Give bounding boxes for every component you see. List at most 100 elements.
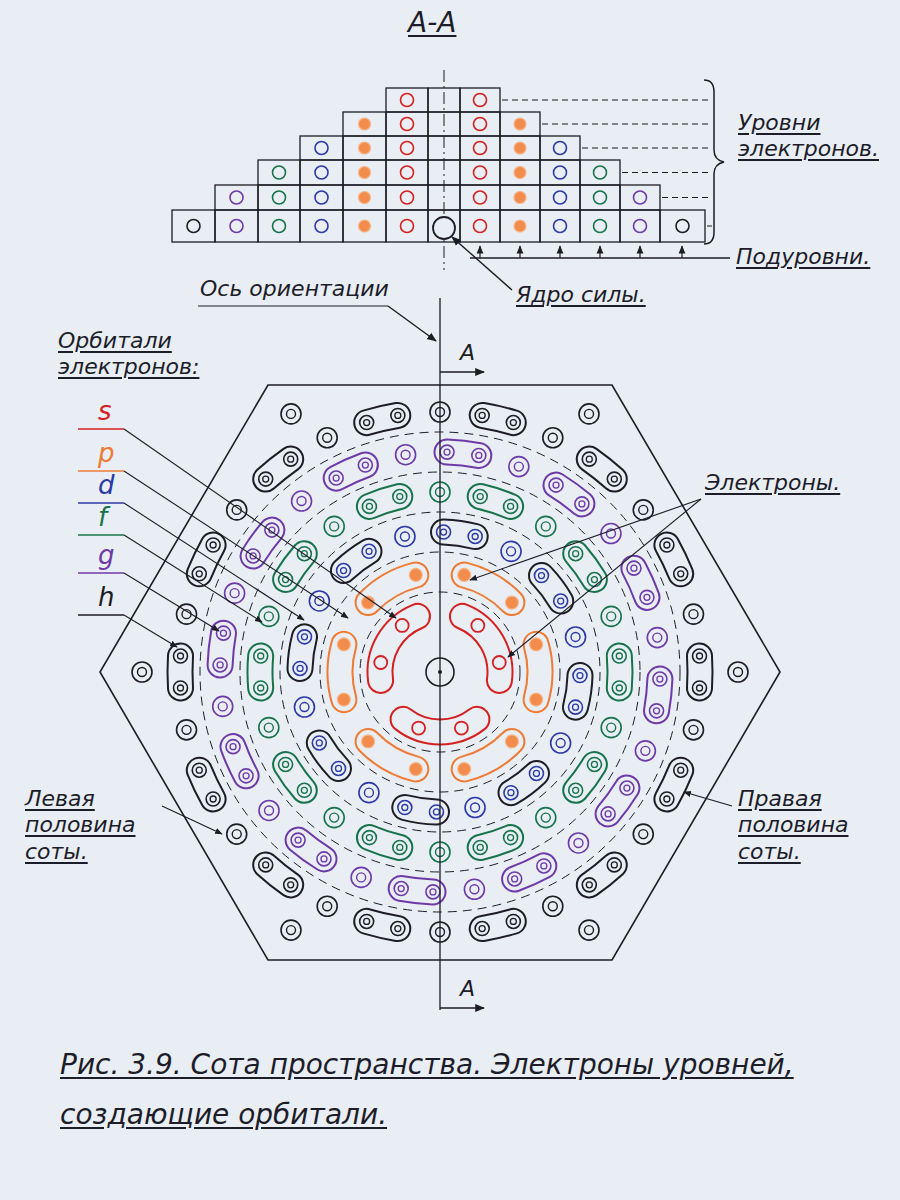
section-cell <box>343 160 386 185</box>
electron-core <box>301 787 307 793</box>
orbital-single <box>259 718 279 738</box>
orbital-single-core <box>265 806 274 815</box>
electron <box>504 786 518 800</box>
electron-core <box>397 494 403 500</box>
electron <box>259 858 273 872</box>
electron-core <box>591 577 597 583</box>
electron <box>472 448 486 462</box>
electron <box>206 538 220 552</box>
electron-core <box>210 542 216 548</box>
electron <box>493 656 506 669</box>
section-title: А-А <box>408 6 456 40</box>
electron <box>607 858 621 872</box>
sublevel-arrow <box>599 246 600 258</box>
orbital-single <box>292 491 312 511</box>
electrons-label: Электроны. <box>705 470 840 496</box>
section-cell <box>460 185 500 210</box>
orbital-letter: h <box>98 582 114 613</box>
section-cell <box>580 185 620 210</box>
orbital-single-core <box>297 497 306 506</box>
electron-dot <box>514 167 526 179</box>
electron-dot <box>359 167 371 179</box>
electron <box>640 590 654 604</box>
section-cell <box>343 136 386 160</box>
electron <box>426 885 440 899</box>
electron <box>601 807 615 821</box>
orbital-single-core <box>323 433 332 442</box>
orbital-capsule <box>464 742 512 770</box>
electron-core <box>217 662 223 668</box>
electron <box>394 882 408 896</box>
electron-core <box>220 630 226 636</box>
level-line <box>622 172 712 173</box>
leader-line <box>388 306 436 341</box>
electron <box>674 763 688 777</box>
orbital-single <box>132 662 152 682</box>
electron <box>393 490 407 504</box>
electron-core <box>258 653 264 659</box>
nucleus-circle <box>433 217 455 239</box>
electron-dot <box>401 220 414 233</box>
orbital-single <box>177 720 197 740</box>
electron <box>468 529 482 543</box>
electron <box>627 561 641 575</box>
letter-underline <box>78 534 124 535</box>
leader-line <box>124 573 219 631</box>
axis-label: Ось ориентации <box>200 276 389 302</box>
orbital-single-core <box>585 409 594 418</box>
electron <box>607 472 621 486</box>
electron <box>329 471 343 485</box>
electron <box>391 922 405 936</box>
electron-dot <box>554 191 567 204</box>
leader-line <box>162 806 222 834</box>
electron-core <box>430 889 436 895</box>
orbital-single-core <box>541 522 550 531</box>
orbital-letter: d <box>98 470 115 501</box>
orbital-single <box>633 824 653 844</box>
electron <box>226 740 240 754</box>
electron-dot <box>187 220 200 233</box>
electron <box>312 736 326 750</box>
section-cell <box>386 185 428 210</box>
orbital-capsule <box>380 616 417 680</box>
nucleus-label: Ядро силы. <box>516 282 646 308</box>
electron-core <box>398 886 404 892</box>
levels-label: Уровни электронов. <box>738 110 890 163</box>
section-cell <box>660 210 705 242</box>
electron <box>293 661 307 675</box>
electron <box>612 681 626 695</box>
electron-dot <box>634 191 647 204</box>
half-label: Левая половина соты. <box>25 786 157 865</box>
orbital-single <box>396 445 416 465</box>
electron-core <box>533 770 539 776</box>
electron-core <box>364 420 370 426</box>
electron <box>317 852 331 866</box>
orbital-letter: s <box>98 396 112 427</box>
electron-core <box>573 551 579 557</box>
electron-dot <box>315 191 328 204</box>
electron-core <box>477 844 483 850</box>
electron-core <box>624 785 630 791</box>
orbital-single <box>647 628 667 648</box>
orbital-single <box>579 920 599 940</box>
axis-line <box>439 298 440 1010</box>
section-cell <box>300 210 343 242</box>
electron-core <box>333 475 339 481</box>
orbital-single-core <box>300 703 309 712</box>
electron-core <box>366 548 372 554</box>
orbital-single <box>213 696 233 716</box>
orbital-single-core <box>230 589 239 598</box>
orbital-single <box>601 606 621 626</box>
orbital-capsule <box>463 616 500 680</box>
orbital-single-core <box>364 788 373 797</box>
orbital-single-core <box>471 803 480 812</box>
orbital-single-core <box>287 926 296 935</box>
electron-core <box>591 761 597 767</box>
electron-dot <box>315 166 328 179</box>
orbital-single <box>683 604 703 624</box>
section-cell <box>258 160 300 185</box>
orbital-capsule <box>368 742 416 770</box>
electron-core <box>508 790 514 796</box>
electron-core <box>321 856 327 862</box>
electron-core <box>553 482 559 488</box>
